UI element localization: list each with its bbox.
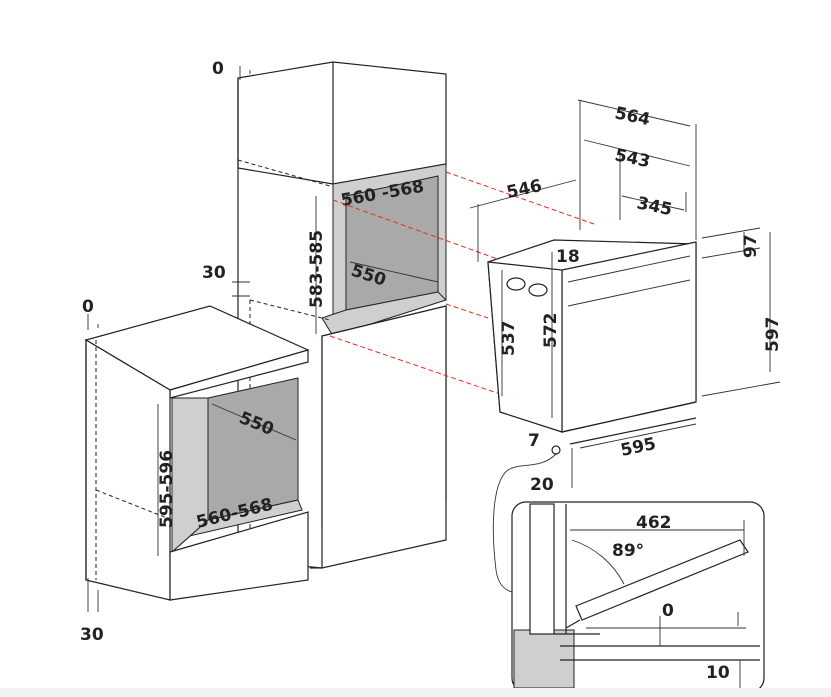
tall-top-offset-label: 0 xyxy=(212,59,224,79)
base-top-offset-label: 0 xyxy=(82,297,94,317)
oven-width-label: 595 xyxy=(619,434,658,461)
oven-height-body-label: 537 xyxy=(499,321,519,357)
base-bottom-offset-label: 30 xyxy=(80,625,104,645)
oven-depth-total-label: 564 xyxy=(613,103,652,130)
door-detail-inset xyxy=(492,453,765,693)
oven-depth-rear-label: 345 xyxy=(635,193,674,220)
oven-panel-top-label: 97 xyxy=(741,234,761,258)
door-opening-label: 462 xyxy=(636,513,672,533)
alignment-lines xyxy=(329,171,595,395)
oven-height-572-label: 572 xyxy=(541,313,561,349)
tall-side-offset-label: 30 xyxy=(202,263,226,283)
oven xyxy=(469,99,781,488)
door-angle-label: 89° xyxy=(612,541,644,561)
oven-height-total-label: 597 xyxy=(763,317,783,353)
base-cabinet xyxy=(84,305,310,612)
oven-depth-546-label: 546 xyxy=(505,176,544,203)
oven-depth-body-label: 543 xyxy=(613,145,652,172)
oven-foot-label: 20 xyxy=(530,475,554,495)
oven-bottom-gap-label: 7 xyxy=(528,431,540,451)
tall-niche-height-label: 583-585 xyxy=(307,230,327,308)
door-gap-zero-label: 0 xyxy=(662,601,674,621)
oven-top-gap-label: 18 xyxy=(556,247,580,267)
door-gap-ten-label: 10 xyxy=(706,663,730,683)
tall-cabinet xyxy=(232,61,447,569)
bottom-strip xyxy=(0,688,831,697)
base-niche-height-label: 595-596 xyxy=(157,450,177,528)
